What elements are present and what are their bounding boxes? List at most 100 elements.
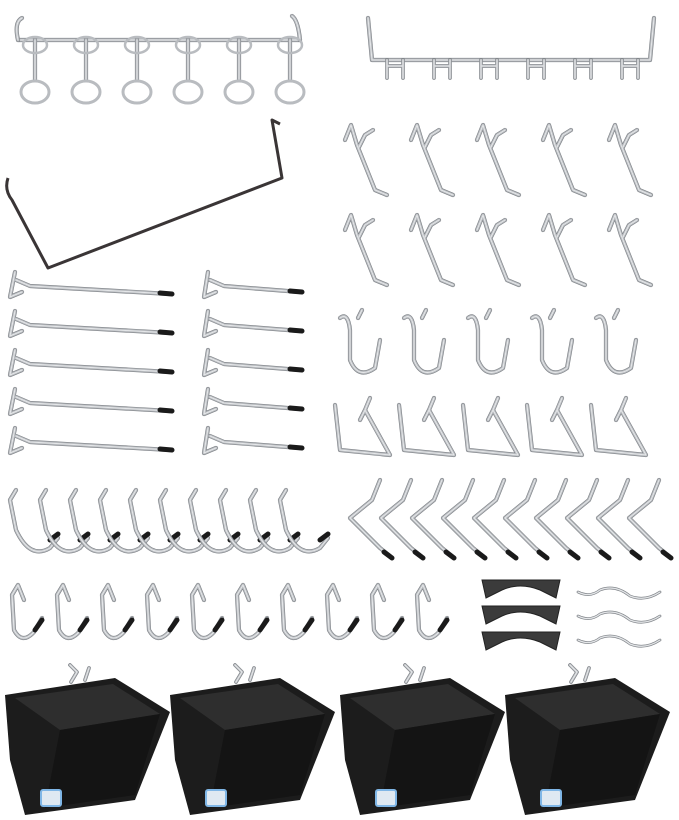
rubber-tip	[302, 617, 315, 633]
curved-hook-highlight	[9, 489, 59, 552]
small-j-hook	[9, 582, 45, 641]
l-hook-highlight	[608, 214, 652, 286]
curved-hook-highlight	[129, 489, 179, 552]
straight-hook-long-highlight	[9, 349, 171, 376]
rubber-tip	[317, 531, 331, 543]
curved-hook-highlight	[159, 489, 209, 552]
small-j-hook-highlight	[56, 584, 88, 639]
curved-hook-highlight	[219, 489, 269, 552]
metal-bracket	[481, 631, 561, 651]
bin-front	[210, 714, 325, 808]
small-j-hook	[414, 582, 450, 641]
rack-hook	[526, 58, 546, 80]
bin-hook	[233, 663, 256, 684]
zigzag-hook	[378, 477, 426, 561]
straight-hook-short-highlight	[203, 388, 301, 415]
rubber-tip	[598, 549, 612, 561]
rack-hook-highlight	[386, 59, 404, 79]
straight-hook-short-highlight	[203, 271, 301, 298]
storage-bin	[340, 663, 505, 815]
rack-hook	[432, 58, 452, 80]
straight-hook-short	[201, 269, 305, 300]
rubber-tip	[157, 290, 175, 297]
small-j-hook-highlight	[326, 584, 358, 639]
curved-hook-highlight	[249, 489, 299, 552]
rack-hook	[479, 58, 499, 80]
l-hook	[606, 122, 654, 198]
l-hook-highlight	[344, 124, 388, 196]
straight-hook-short	[201, 347, 305, 378]
rack-hook	[385, 58, 405, 80]
zigzag-hook	[626, 477, 674, 561]
curved-hook	[187, 487, 241, 554]
small-j-hook-highlight	[11, 584, 43, 639]
l-hook	[342, 212, 390, 288]
rubber-tip	[122, 617, 135, 633]
small-j-hook	[324, 582, 360, 641]
ring-top	[123, 35, 151, 55]
bin-label-slot	[375, 789, 397, 807]
rubber-tip	[536, 549, 550, 561]
small-j-hook-highlight	[371, 584, 403, 639]
l-hook-highlight	[476, 214, 520, 286]
bin-opening	[15, 684, 160, 730]
rack-hook-highlight	[621, 59, 639, 79]
ring-hook-rack	[14, 13, 306, 105]
triangle-hook	[332, 395, 393, 458]
rubber-tip	[412, 549, 426, 561]
bin-front	[380, 714, 495, 808]
rubber-tip	[157, 407, 175, 414]
j-hook	[465, 307, 511, 375]
ring	[274, 79, 306, 105]
ring	[121, 79, 153, 105]
l-hook	[342, 122, 390, 198]
rack-hook-highlight	[433, 59, 451, 79]
l-hook-highlight	[476, 124, 520, 196]
straight-hook-short-highlight	[203, 349, 301, 376]
ring	[172, 79, 204, 105]
storage-bin	[170, 663, 335, 815]
zigzag-hook	[533, 477, 581, 561]
rubber-tip	[437, 617, 450, 633]
metal-bracket	[481, 579, 561, 599]
bin-hook-highlight	[69, 664, 90, 683]
l-hook	[540, 122, 588, 198]
rack-ends-highlight	[16, 15, 301, 41]
small-j-hook	[234, 582, 270, 641]
rubber-tip	[629, 549, 643, 561]
l-hook	[408, 212, 456, 288]
small-j-hook	[369, 582, 405, 641]
rubber-tip	[287, 327, 305, 334]
small-j-hook	[144, 582, 180, 641]
straight-hook-long	[7, 425, 175, 456]
curved-hook	[67, 487, 121, 554]
l-hook	[474, 122, 522, 198]
curved-hook-highlight	[69, 489, 119, 552]
straight-hook-short	[201, 308, 305, 339]
bin-front	[545, 714, 660, 808]
metal-bracket	[481, 605, 561, 625]
j-hook-highlight	[339, 309, 381, 373]
straight-hook-short-highlight	[203, 427, 301, 454]
small-j-hook-highlight	[281, 584, 313, 639]
rack-hook-highlight	[574, 59, 592, 79]
l-hook-highlight	[542, 124, 586, 196]
rack-hook	[573, 58, 593, 80]
zigzag-hook	[471, 477, 519, 561]
bin-label-slot	[40, 789, 62, 807]
triangle-hook	[588, 395, 649, 458]
curved-hook	[7, 487, 61, 554]
bar-wire	[5, 118, 284, 270]
rubber-tip	[392, 617, 405, 633]
rack-frame-highlight	[367, 17, 655, 61]
ring-top	[225, 35, 253, 55]
multi-hook-rack	[365, 15, 657, 80]
l-hook-highlight	[410, 124, 454, 196]
small-j-hook	[54, 582, 90, 641]
curved-hook	[277, 487, 331, 554]
bin-front	[45, 714, 160, 808]
zigzag-hook	[502, 477, 550, 561]
rack-hook	[620, 58, 640, 80]
straight-hook-long	[7, 386, 175, 417]
rubber-tip	[505, 549, 519, 561]
